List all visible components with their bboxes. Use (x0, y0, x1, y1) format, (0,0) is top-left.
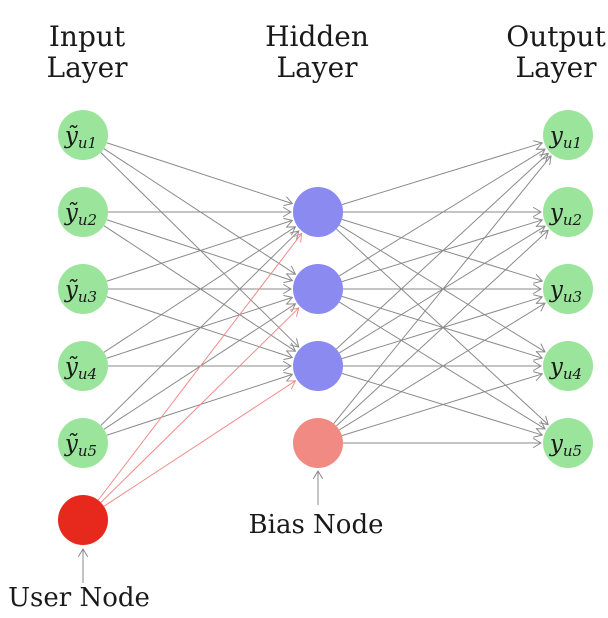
edge-h1-out4 (339, 224, 546, 353)
edge-h2-out4 (341, 295, 544, 361)
output-node-4-label-subscript: u4 (563, 365, 582, 383)
output-node-4 (543, 341, 593, 391)
edge-user-h1 (97, 232, 303, 501)
output-node-1-label: yu1 (549, 123, 582, 152)
output-node-3-label-main: y (549, 277, 564, 303)
edge-user-h2 (100, 307, 300, 503)
edge-bias-out4 (341, 371, 544, 437)
edge-in1-h2 (103, 148, 297, 275)
output-node-3-label: yu3 (549, 277, 582, 306)
edge-in4-h1 (103, 226, 297, 353)
header-output-layer-line-1: Output (506, 20, 606, 53)
output-node-2-label-main: y (549, 200, 564, 226)
edge-h1-out3 (341, 218, 544, 284)
input-node-3-label: ỹu3 (64, 277, 97, 306)
input-node-5-label-subscript: u5 (78, 442, 97, 460)
header-hidden-layer-line-1: Hidden (265, 20, 369, 53)
hidden-node-1 (293, 187, 343, 237)
edge-in3-h1 (106, 217, 294, 282)
hidden-node-3 (293, 341, 343, 391)
output-node-2 (543, 187, 593, 237)
edge-bias-out1 (333, 155, 552, 424)
input-node-1 (58, 110, 108, 160)
header-output-layer-line-2: Layer (515, 51, 597, 84)
nodes-group (58, 110, 593, 545)
header-hidden-layer-line-2: Layer (276, 51, 358, 84)
input-node-1-label-subscript: u1 (78, 134, 97, 152)
edge-in5-h1 (100, 230, 300, 426)
edge-in2-h3 (103, 225, 297, 352)
edges-group (78, 140, 552, 583)
input-node-5-label: ỹu5 (64, 431, 97, 460)
edge-h2-out1 (339, 148, 546, 277)
input-node-1-label-main: ỹ (64, 123, 79, 149)
edge-user-h3 (103, 380, 297, 507)
bias-node-label: Bias Node (249, 510, 384, 540)
edge-h1-out1 (341, 140, 544, 206)
hidden-node-2 (293, 264, 343, 314)
edge-h2-out5 (339, 301, 546, 430)
output-node-3 (543, 264, 593, 314)
user-node (58, 495, 108, 545)
input-node-2-label: ỹu2 (64, 200, 97, 229)
edge-bias-out2 (336, 229, 549, 427)
output-node-5-label-subscript: u5 (563, 442, 582, 460)
input-node-2-label-subscript: u2 (78, 211, 97, 229)
input-node-2 (58, 187, 108, 237)
output-node-5-label-main: y (549, 431, 564, 457)
input-node-4-label: ỹu4 (64, 354, 97, 383)
header-input-layer-line-2: Layer (46, 51, 128, 84)
edge-bias-out3 (339, 302, 546, 431)
input-node-5-label-main: ỹ (64, 431, 79, 457)
edge-in2-h2 (106, 219, 294, 284)
output-node-1 (543, 110, 593, 160)
edge-in3-h3 (106, 296, 294, 361)
input-node-4 (58, 341, 108, 391)
input-node-2-label-main: ỹ (64, 200, 79, 226)
edge-h3-out1 (336, 152, 549, 350)
output-node-5-label: yu5 (549, 431, 582, 460)
output-node-2-label: yu2 (549, 200, 582, 229)
user-node-label: User Node (8, 583, 150, 613)
bias-node (293, 418, 343, 468)
input-node-3-label-main: ỹ (64, 277, 79, 303)
input-node-4-label-subscript: u4 (78, 365, 97, 383)
output-node-5 (543, 418, 593, 468)
output-node-1-label-subscript: u1 (563, 134, 582, 152)
input-node-3 (58, 264, 108, 314)
input-node-1-label: ỹu1 (64, 123, 97, 152)
output-node-1-label-main: y (549, 123, 564, 149)
edge-h3-out5 (341, 372, 544, 438)
output-node-4-label-main: y (549, 354, 564, 380)
edge-in1-h1 (106, 142, 294, 207)
header-input-layer-line-1: Input (49, 20, 126, 53)
output-node-2-label-subscript: u2 (563, 211, 582, 229)
input-node-5 (58, 418, 108, 468)
output-node-4-label: yu4 (549, 354, 582, 383)
input-node-3-label-subscript: u3 (78, 288, 97, 306)
output-node-3-label-subscript: u3 (563, 288, 582, 306)
input-node-4-label-main: ỹ (64, 354, 79, 380)
